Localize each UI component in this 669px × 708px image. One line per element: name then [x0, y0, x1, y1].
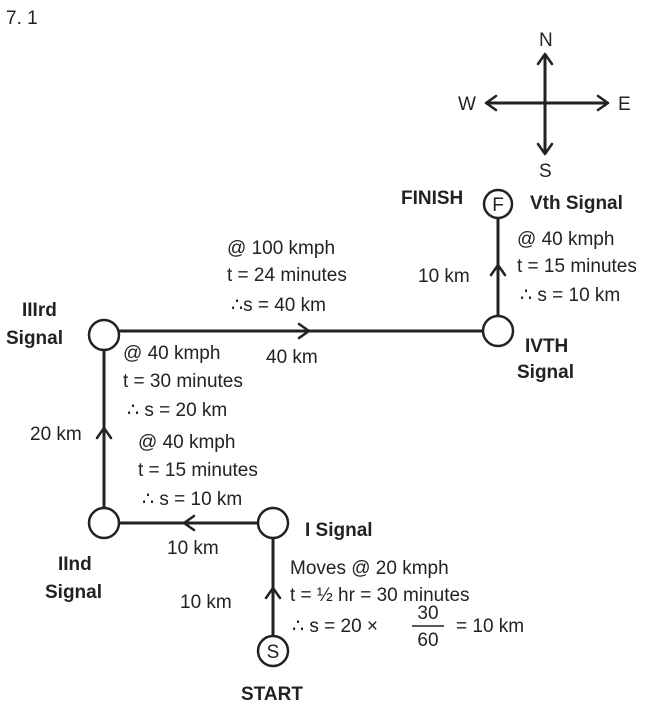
signal2-label-line2: Signal — [45, 582, 102, 603]
distance-start-s1: 10 km — [180, 592, 232, 613]
start-circle-icon — [256, 634, 290, 668]
s3-s4-speed: @ 100 kmph — [227, 238, 335, 259]
s4-s5-result: ∴ s = 10 km — [520, 285, 620, 306]
compass-south-arrow-icon — [536, 142, 554, 156]
compass-north-arrow-icon — [536, 52, 554, 66]
signal3-label-line2: Signal — [6, 328, 63, 349]
finish-label: FINISH — [401, 188, 463, 209]
arrow-east-icon — [297, 322, 311, 340]
signal2-circle-icon — [87, 506, 121, 540]
compass-east-arrow-icon — [596, 94, 610, 112]
compass-south-label: S — [539, 161, 552, 182]
s4-s5-time: t = 15 minutes — [517, 256, 637, 277]
arrow-north-icon — [264, 586, 282, 600]
signal2-label-line1: IInd — [58, 554, 92, 575]
fraction-numerator: 30 — [417, 603, 438, 624]
compass-west-arrow-icon — [484, 94, 498, 112]
finish-letter: F — [492, 195, 504, 216]
signal3-circle-icon — [87, 318, 121, 352]
figure-number: 7. 1 — [6, 8, 38, 29]
arrow-north-icon — [489, 263, 507, 277]
start-s1-result-prefix: ∴ s = 20 × — [292, 616, 378, 637]
compass: N S W E — [458, 30, 631, 182]
s2-s3-speed: @ 40 kmph — [123, 343, 220, 364]
distance-s1-s2: 10 km — [167, 538, 219, 559]
arrow-west-icon — [182, 514, 196, 532]
start-s1-time: t = ½ hr = 30 minutes — [290, 585, 470, 606]
s1-s2-result: ∴ s = 10 km — [142, 489, 242, 510]
distance-s3-s4: 40 km — [266, 347, 318, 368]
finish-circle-icon — [482, 188, 514, 220]
compass-north-label: N — [539, 30, 553, 51]
compass-west-label: W — [458, 94, 476, 115]
start-s1-speed: Moves @ 20 kmph — [290, 558, 449, 579]
fraction-denominator: 60 — [417, 630, 438, 651]
signal1-label: I Signal — [305, 520, 373, 541]
signal5-label: Vth Signal — [530, 193, 623, 214]
s1-s2-speed: @ 40 kmph — [138, 432, 235, 453]
s4-s5-speed: @ 40 kmph — [517, 229, 614, 250]
start-label: START — [241, 684, 303, 705]
s3-s4-result: ∴s = 40 km — [231, 295, 326, 316]
start-letter: S — [267, 642, 280, 663]
signal4-label-line1: IVTH — [525, 336, 568, 357]
signal1-circle-icon — [256, 506, 290, 540]
signal4-circle-icon — [481, 314, 515, 348]
finish-node: F — [482, 188, 514, 220]
compass-east-label: E — [618, 94, 631, 115]
s2-s3-time: t = 30 minutes — [123, 371, 243, 392]
signal4-label-line2: Signal — [517, 362, 574, 383]
start-s1-result-suffix: = 10 km — [456, 616, 524, 637]
start-node: S — [256, 634, 290, 668]
s2-s3-result: ∴ s = 20 km — [127, 400, 227, 421]
distance-s4-s5: 10 km — [418, 266, 470, 287]
s3-s4-time: t = 24 minutes — [227, 265, 347, 286]
signal3-label-line1: IIIrd — [22, 300, 57, 321]
s1-s2-time: t = 15 minutes — [138, 460, 258, 481]
distance-s2-s3: 20 km — [30, 424, 82, 445]
arrow-north-icon — [95, 426, 113, 440]
